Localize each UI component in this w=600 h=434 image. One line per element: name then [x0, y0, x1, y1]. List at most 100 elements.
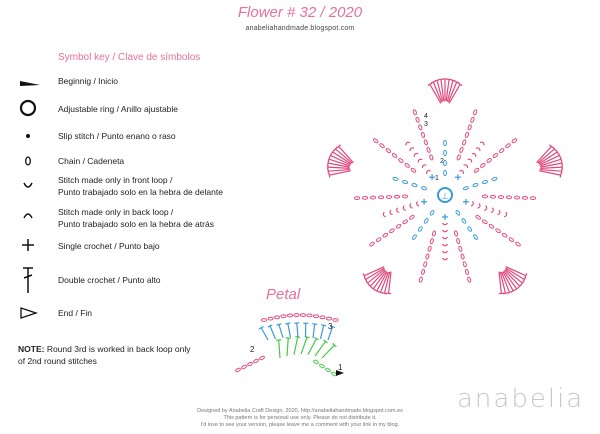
double-crochet-stitch-icon [328, 168, 351, 172]
double-crochet-stitch-icon [321, 344, 335, 359]
chain-stitch-icon [462, 186, 469, 191]
double-crochet-stitch-icon [296, 323, 299, 338]
back-loop-stitch-icon [442, 243, 448, 247]
double-crochet-stitch-icon [505, 267, 525, 281]
chain-stitch-icon [461, 218, 467, 224]
back-loop-stitch-icon [490, 207, 494, 214]
chain-stitch-icon [325, 367, 331, 373]
double-crochet-stitch-icon [436, 80, 444, 102]
double-crochet-stitch-icon [429, 83, 442, 104]
double-crochet-stitch-icon [504, 268, 523, 284]
chain-stitch-icon [443, 139, 447, 147]
chain-stitch-icon [429, 154, 434, 161]
chain-stitch-icon [293, 313, 300, 317]
chain-stitch-icon [505, 195, 513, 200]
double-crochet-stitch-icon [330, 154, 351, 166]
chain-stitch-icon [369, 195, 377, 200]
chain-stitch-icon [489, 194, 497, 199]
chain-stitch-icon [458, 245, 463, 252]
front-loop-arc-icon [23, 182, 33, 188]
double-crochet-stitch-icon [300, 336, 308, 355]
chain-stitch-icon [391, 153, 398, 158]
chain-stitch-icon [286, 313, 294, 318]
chain-stitch-icon [459, 146, 464, 153]
double-crochet-stitch-icon [293, 336, 299, 355]
chain-stitch-icon [529, 196, 537, 201]
chain-stitch-icon [241, 364, 247, 370]
double-crochet-stitch-icon [319, 325, 325, 339]
double-crochet-stitch-icon [269, 325, 277, 340]
chain-stitch-icon [464, 268, 470, 275]
chain-stitch-icon [260, 318, 268, 322]
flower-center-ring-icon [437, 187, 453, 203]
chain-stitch-icon [401, 194, 409, 199]
back-loop-stitch-icon [470, 200, 474, 207]
chain-stitch-icon [235, 367, 241, 373]
double-crochet-stitch-icon [287, 323, 292, 338]
back-loop-stitch-icon [442, 250, 448, 254]
chain-stitch-icon [411, 183, 418, 188]
double-crochet-stitch-icon [446, 80, 454, 102]
flower-round-label-1: 1 [435, 175, 439, 182]
double-crochet-stitch-icon [540, 162, 563, 168]
chain-stitch-icon [259, 355, 265, 361]
chain-stitch-icon [495, 228, 501, 234]
double-crochet-stitch-icon [502, 271, 514, 292]
double-crochet-stitch-icon [379, 271, 390, 293]
chain-stitch-icon [472, 183, 479, 188]
chain-stitch-icon [306, 313, 313, 318]
double-crochet-stitch-icon [327, 326, 334, 341]
chain-stitch-icon [501, 232, 508, 238]
double-crochet-stitch-icon [332, 151, 352, 165]
chain-stitch-icon [497, 195, 505, 199]
back-loop-arc-icon [23, 213, 33, 219]
chain-stitch-icon [375, 237, 382, 243]
chain-stitch-icon [247, 361, 253, 367]
chain-stitch-icon [513, 195, 521, 200]
back-loop-stitch-icon [405, 141, 411, 146]
chain-oval-icon [25, 156, 31, 166]
note-text: NOTE: Round 3rd is worked in back loop o… [18, 343, 190, 367]
double-crochet-stitch-icon [278, 324, 284, 339]
chain-stitch-icon [486, 158, 492, 163]
double-crochet-stitch-icon [335, 148, 353, 164]
double-crochet-stitch-icon [504, 269, 521, 287]
flower-center-t-icon: ⊥ [441, 191, 449, 201]
petal-round-label-1: 1 [338, 363, 343, 372]
back-loop-stitch-icon [425, 170, 431, 174]
chain-stitch-icon [480, 162, 486, 168]
chain-stitch-icon [492, 153, 499, 158]
back-loop-stitch-icon [409, 203, 413, 209]
chain-stitch-icon [475, 214, 481, 220]
chain-stitch-icon [420, 131, 426, 138]
back-loop-stitch-icon [442, 222, 448, 226]
back-loop-stitch-icon [416, 200, 420, 207]
chain-stitch-icon [423, 139, 428, 146]
chain-stitch-icon [488, 223, 495, 229]
double-crochet-stitch-icon [369, 269, 386, 287]
back-loop-stitch-icon [442, 236, 448, 240]
back-loop-stitch-icon [497, 209, 501, 216]
chain-stitch-icon [425, 253, 430, 260]
chain-stitch-icon [312, 314, 320, 319]
double-crochet-stitch-icon [383, 271, 391, 294]
double-crochet-top-icon [498, 292, 504, 295]
chain-stitch-icon [443, 159, 447, 167]
chain-stitch-icon [319, 315, 326, 320]
back-loop-stitch-icon [483, 205, 488, 211]
double-crochet-t-icon [23, 267, 33, 293]
double-crochet-stitch-icon [278, 340, 281, 359]
double-crochet-stitch-icon [327, 166, 350, 169]
chain-stitch-icon [273, 315, 281, 320]
chain-stitch-icon [372, 138, 379, 144]
double-crochet-stitch-icon [260, 327, 269, 341]
chain-stitch-icon [456, 154, 461, 161]
double-crochet-stitch-icon [312, 323, 316, 338]
chain-stitch-icon [402, 219, 408, 225]
double-crochet-stitch-icon [328, 158, 351, 167]
double-crochet-stitch-icon [314, 341, 327, 357]
chain-stitch-icon [491, 176, 498, 181]
chain-stitch-icon [462, 261, 467, 268]
back-loop-stitch-icon [389, 209, 393, 216]
back-loop-stitch-icon [463, 164, 469, 169]
